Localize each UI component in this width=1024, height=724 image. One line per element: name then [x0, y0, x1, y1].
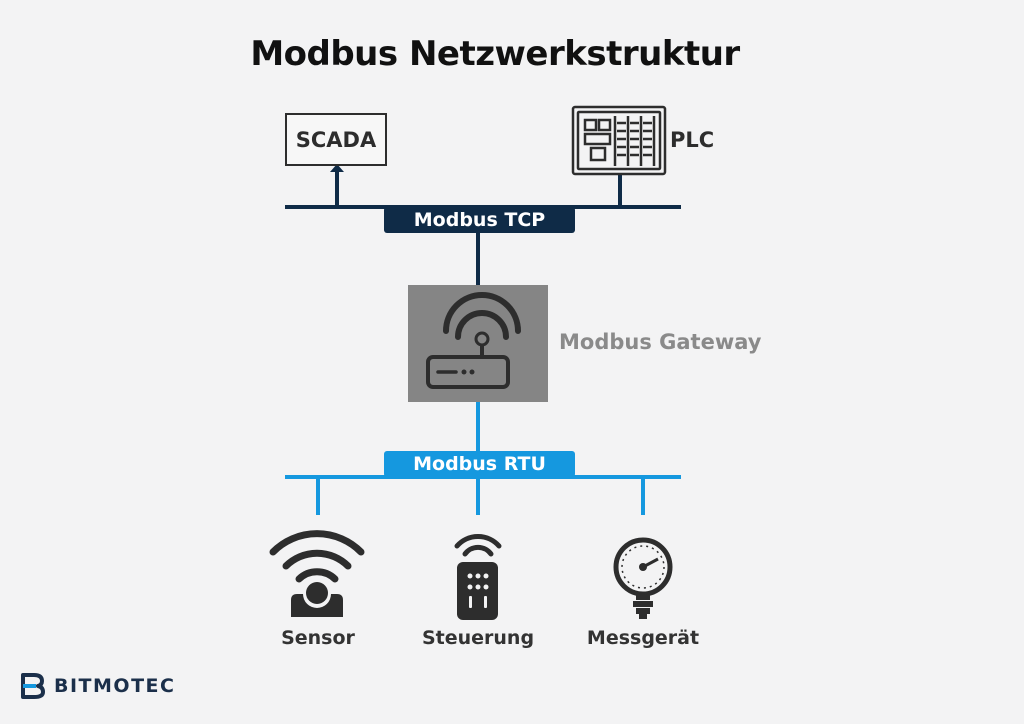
wireless-sensor-icon	[269, 530, 365, 583]
plc-icon	[571, 105, 667, 176]
remote-control-icon	[454, 534, 502, 620]
sensor-base	[291, 594, 343, 617]
modbus-rtu-label: Modbus RTU	[384, 451, 575, 477]
scada-connector-arrow	[330, 164, 344, 172]
bitmotec-logo-icon	[21, 673, 45, 699]
gateway-label: Modbus Gateway	[559, 330, 762, 354]
plc-label: PLC	[670, 128, 715, 152]
modbus-tcp-label: Modbus TCP	[384, 207, 575, 233]
brand-name: BITMOTEC	[54, 675, 176, 697]
pressure-gauge-icon	[613, 537, 673, 619]
device-label-messgeraet: Messgerät	[586, 627, 700, 649]
gateway-box	[408, 285, 548, 402]
brand-logo: BITMOTEC	[20, 672, 175, 700]
device-label-steuerung: Steuerung	[421, 627, 535, 649]
router-icon	[426, 292, 521, 389]
sensor-head	[306, 582, 328, 604]
scada-monitor: SCADA	[285, 113, 387, 166]
page-title: Modbus Netzwerkstruktur	[250, 34, 740, 74]
device-label-sensor: Sensor	[281, 627, 355, 649]
